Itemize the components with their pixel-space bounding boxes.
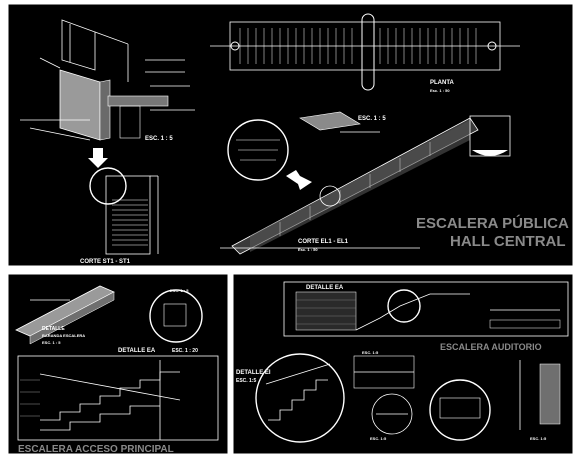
br-section-elevation: DETALLE EA [283, 281, 569, 337]
bl-detalle-label: DETALLE [42, 326, 65, 332]
br-detalle-ei: DETALLE EI [236, 370, 271, 376]
top-long-stair-section: ESC. 1 : 5 CORTE EL1 - EL1 Esc. 1 : 50 [220, 111, 511, 255]
bl-detalle-ea-scale: ESC. 1 : 20 [172, 348, 198, 354]
top-left-stair-section: CORTE ST1 - ST1 [80, 167, 159, 265]
top-title-line1: ESCALERA PÚBLICA [416, 214, 569, 232]
esc-scale-label-b: ESC. 1 : 5 [358, 116, 386, 122]
br-detalle-ea: DETALLE EA [306, 285, 344, 291]
br-esc-bot: ESC. 1:5 [370, 436, 387, 441]
br-title: ESCALERA AUDITORIO [440, 342, 542, 352]
br-detalle-ei-scale: ESC. 1:5 [236, 378, 257, 384]
br-detail-circles: DETALLE EI ESC. 1:5 ESC. 1:5 ESC. 1:5 ES… [236, 350, 561, 443]
bl-detalle-ea: DETALLE EA [118, 348, 156, 354]
top-left-railing-detail: ESC. 1 : 5 [20, 19, 195, 168]
bl-detalle-sub: BARANDA ESCALERA [42, 333, 85, 338]
bl-handrail-detail: DETALLE BARANDA ESCALERA ESC. 1 : 5 ESC.… [15, 285, 203, 354]
bl-stair-elevation [17, 355, 219, 441]
corte-el-label: CORTE EL1 - EL1 [298, 239, 349, 245]
bottom-right-panel [232, 273, 574, 455]
bl-detalle-scale: ESC. 1 : 5 [42, 340, 61, 345]
esc-scale-label: ESC. 1 : 5 [145, 136, 173, 142]
br-esc-right: ESC. 1:5 [530, 436, 547, 441]
planta-scale: Esc. 1 : 50 [430, 88, 450, 93]
planta-label: PLANTA [430, 80, 455, 86]
top-title-line2: HALL CENTRAL [450, 233, 566, 250]
bottom-left-panel [7, 273, 229, 455]
corte-st-label: CORTE ST1 - ST1 [80, 259, 131, 265]
top-plan-view: PLANTA Esc. 1 : 50 [210, 13, 520, 93]
bl-title: ESCALERA ACCESO PRINCIPAL [18, 444, 174, 455]
bl-esc-top: ESC. 1 : 5 [170, 288, 189, 293]
corte-el-scale: Esc. 1 : 50 [298, 247, 318, 252]
br-esc-mid: ESC. 1:5 [362, 350, 379, 355]
